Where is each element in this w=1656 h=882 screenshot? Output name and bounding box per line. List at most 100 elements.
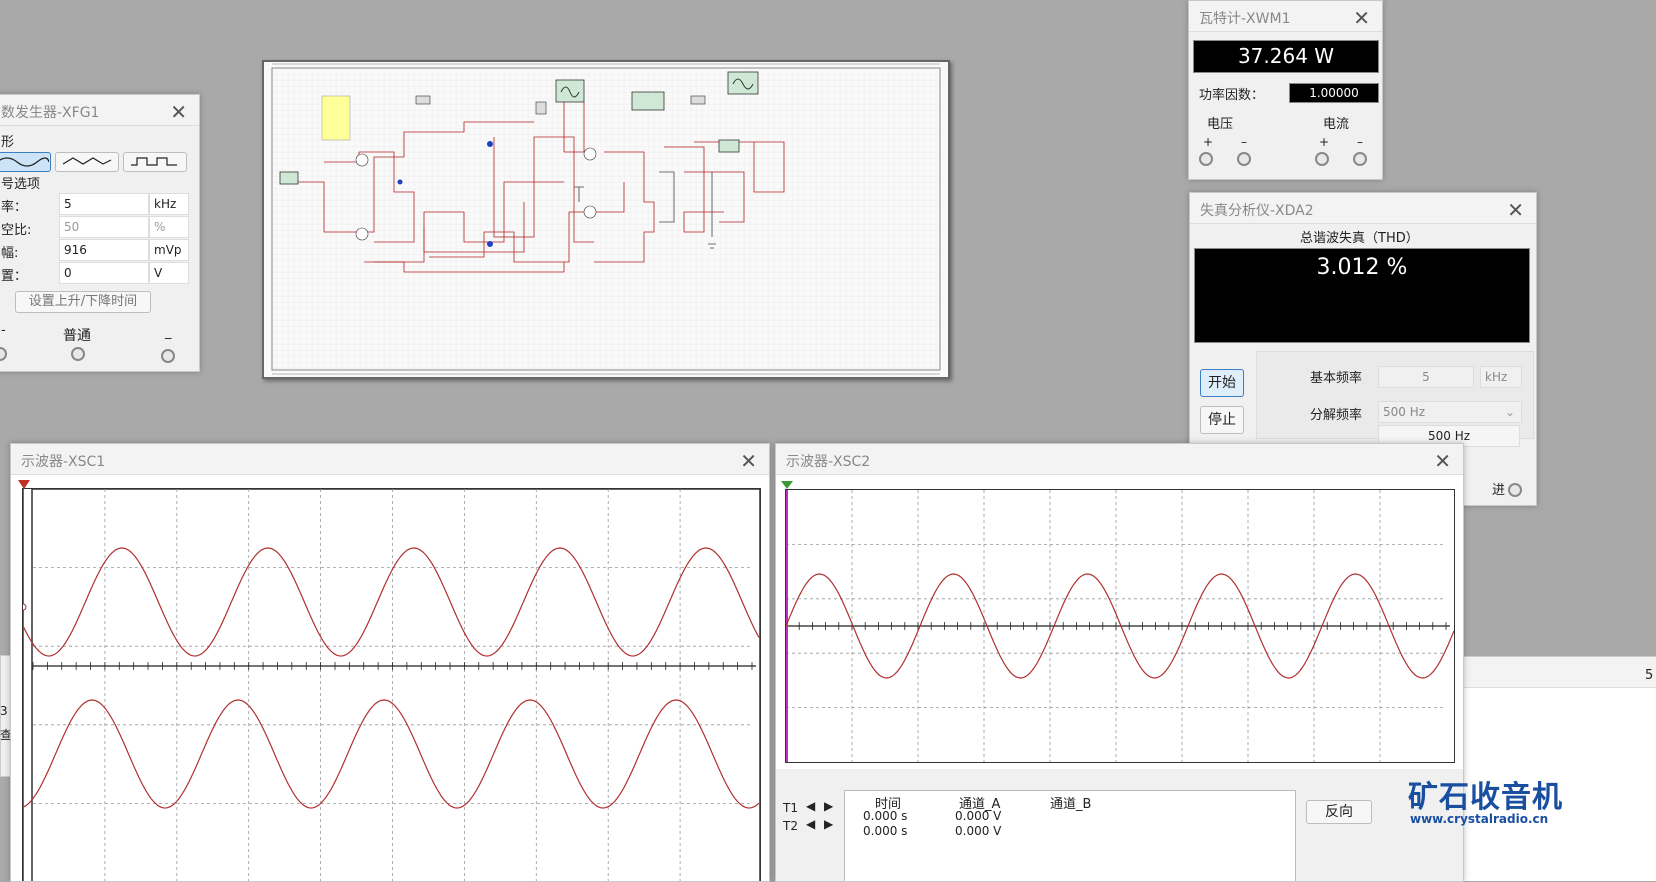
current-minus-label: – — [1357, 135, 1363, 149]
t1-channel-a-value: 0.000 V — [955, 809, 1002, 823]
column-header-channel-a: 通道_A — [959, 797, 1001, 812]
cursor-t1-marker[interactable] — [781, 481, 793, 489]
function-generator-titlebar[interactable]: 数发生器-XFG1 ✕ — [0, 95, 199, 126]
power-factor-display: 1.00000 — [1289, 83, 1379, 103]
t2-time-value: 0.000 s — [863, 824, 908, 838]
frequency-label: 率： — [1, 200, 28, 215]
t2-channel-a-value: 0.000 V — [955, 824, 1002, 838]
voltage-plus-label: + — [1203, 135, 1214, 149]
common-terminal[interactable] — [71, 347, 85, 361]
t1-left-arrow-icon[interactable]: ◀ — [806, 799, 816, 813]
resolution-frequency-label: 分解频率 — [1310, 408, 1363, 423]
minus-terminal-label: _ — [165, 325, 172, 340]
amplitude-unit[interactable]: mVp — [149, 239, 189, 261]
oscilloscope-xsc1-title: 示波器-XSC1 — [21, 454, 106, 470]
amplitude-input[interactable]: 916 — [59, 239, 149, 261]
frequency-unit[interactable]: kHz — [149, 193, 189, 215]
sine-wave-button[interactable] — [0, 152, 51, 172]
power-reading-display: 37.264 W — [1193, 40, 1379, 73]
channel-a-trace — [23, 547, 760, 657]
power-factor-label: 功率因数： — [1199, 88, 1265, 103]
oscilloscope-xsc1-window[interactable]: 示波器-XSC1 ✕ — [10, 443, 770, 882]
duty-cycle-unit: % — [149, 216, 189, 238]
triangle-wave-button[interactable] — [55, 152, 119, 172]
common-terminal-label: 普通 — [63, 328, 91, 344]
oscilloscope-xsc2-screen[interactable] — [785, 489, 1455, 763]
thd-value: 3.012 % — [1316, 255, 1408, 280]
triangle-wave-icon — [62, 157, 112, 165]
minus-terminal[interactable] — [161, 349, 175, 363]
offset-input[interactable]: 0 — [59, 262, 149, 284]
oscilloscope-xsc2-titlebar[interactable]: 示波器-XSC2 ✕ — [776, 444, 1463, 475]
function-generator-title: 数发生器-XFG1 — [1, 105, 100, 121]
resolution-frequency-select[interactable]: 500 Hz ⌄ — [1378, 401, 1522, 423]
duty-cycle-label: 空比: — [1, 223, 32, 238]
cursor-readout-table: 时间 通道_A 通道_B 0.000 s 0.000 V 0.000 s 0.0… — [844, 790, 1296, 881]
voltage-minus-label: – — [1241, 135, 1247, 149]
voltage-label: 电压 — [1207, 117, 1234, 132]
right-panel-fragment — [1462, 656, 1656, 881]
t2-right-arrow-icon[interactable]: ▶ — [824, 817, 834, 831]
close-icon[interactable]: ✕ — [1507, 198, 1524, 222]
schematic-canvas[interactable] — [262, 60, 950, 379]
wattmeter-title: 瓦特计-XWM1 — [1199, 11, 1291, 27]
wattmeter-window[interactable]: 瓦特计-XWM1 ✕ 37.264 W 功率因数： 1.00000 电压 电流 … — [1188, 0, 1383, 180]
column-header-time: 时间 — [875, 797, 902, 812]
oscilloscope-xsc2-window[interactable]: 示波器-XSC2 ✕ T1 T2 ◀ ▶ ◀ ▶ 时间 通道_A 通道_B 0.… — [775, 443, 1464, 882]
amplitude-label: 幅: — [1, 246, 19, 261]
oscilloscope-xsc1-titlebar[interactable]: 示波器-XSC1 ✕ — [11, 444, 769, 475]
fundamental-frequency-label: 基本频率 — [1310, 371, 1363, 386]
oscilloscope-xsc2-title: 示波器-XSC2 — [786, 454, 871, 470]
plus-terminal[interactable] — [0, 347, 7, 361]
oscilloscope-xsc1-screen[interactable] — [22, 488, 761, 881]
voltage-plus-terminal[interactable] — [1199, 152, 1213, 166]
offset-unit[interactable]: V — [149, 262, 189, 284]
close-icon[interactable]: ✕ — [1434, 449, 1451, 473]
square-wave-icon — [131, 157, 177, 166]
input-terminal[interactable] — [1508, 483, 1522, 497]
left-fragment-text-2: 查 — [0, 728, 13, 742]
close-icon[interactable]: ✕ — [740, 449, 757, 473]
chevron-down-icon: ⌄ — [1504, 405, 1515, 419]
start-button[interactable]: 开始 — [1200, 369, 1244, 397]
right-fragment-text: 5 — [1645, 668, 1654, 683]
square-wave-button[interactable] — [123, 152, 187, 172]
current-minus-terminal[interactable] — [1353, 152, 1367, 166]
current-plus-label: + — [1319, 135, 1330, 149]
t1-time-value: 0.000 s — [863, 809, 908, 823]
current-plus-terminal[interactable] — [1315, 152, 1329, 166]
offset-label: 置： — [1, 269, 28, 284]
waveforms-label: 形 — [1, 135, 15, 150]
column-header-channel-b: 通道_B — [1050, 797, 1092, 812]
voltage-minus-terminal[interactable] — [1237, 152, 1251, 166]
cursor-t2-label: T2 — [783, 819, 798, 833]
sine-wave-icon — [0, 157, 50, 167]
t1-right-arrow-icon[interactable]: ▶ — [824, 799, 834, 813]
stop-button[interactable]: 停止 — [1200, 406, 1244, 434]
close-icon[interactable]: ✕ — [170, 100, 187, 124]
left-minus-label: - — [1, 323, 6, 338]
frequency-input[interactable]: 5 — [59, 193, 149, 215]
close-icon[interactable]: ✕ — [1353, 6, 1370, 30]
watermark-url: www.crystalradio.cn — [1410, 812, 1549, 826]
input-label: 进 — [1492, 483, 1506, 498]
watermark-logo: 矿石收音机 — [1408, 780, 1563, 815]
left-fragment-text-1: 3 — [0, 704, 8, 718]
reverse-button[interactable]: 反向 — [1306, 800, 1372, 824]
cursor-t1-marker[interactable] — [18, 480, 30, 489]
distortion-analyzer-titlebar[interactable]: 失真分析仪-XDA2 ✕ — [1190, 193, 1536, 224]
wattmeter-titlebar[interactable]: 瓦特计-XWM1 ✕ — [1189, 1, 1382, 32]
thd-label: 总谐波失真（THD） — [1300, 231, 1419, 246]
rise-fall-time-button[interactable]: 设置上升/下降时间 — [15, 291, 151, 313]
distortion-analyzer-title: 失真分析仪-XDA2 — [1200, 203, 1314, 219]
channel-a-trace — [786, 573, 1454, 679]
fundamental-frequency-input[interactable]: 5 — [1378, 366, 1474, 388]
oscilloscope-xsc2-plot — [786, 490, 1454, 762]
cursor-t1-label: T1 — [783, 801, 798, 815]
scope1-grid-border — [31, 489, 760, 881]
t2-left-arrow-icon[interactable]: ◀ — [806, 817, 816, 831]
duty-cycle-input[interactable]: 50 — [59, 216, 149, 238]
function-generator-window[interactable]: 数发生器-XFG1 ✕ 形 号选项 率： 5 kHz 空比: 50 % 幅: 9… — [0, 94, 200, 372]
current-label: 电流 — [1323, 117, 1350, 132]
fundamental-frequency-unit: kHz — [1480, 366, 1522, 388]
